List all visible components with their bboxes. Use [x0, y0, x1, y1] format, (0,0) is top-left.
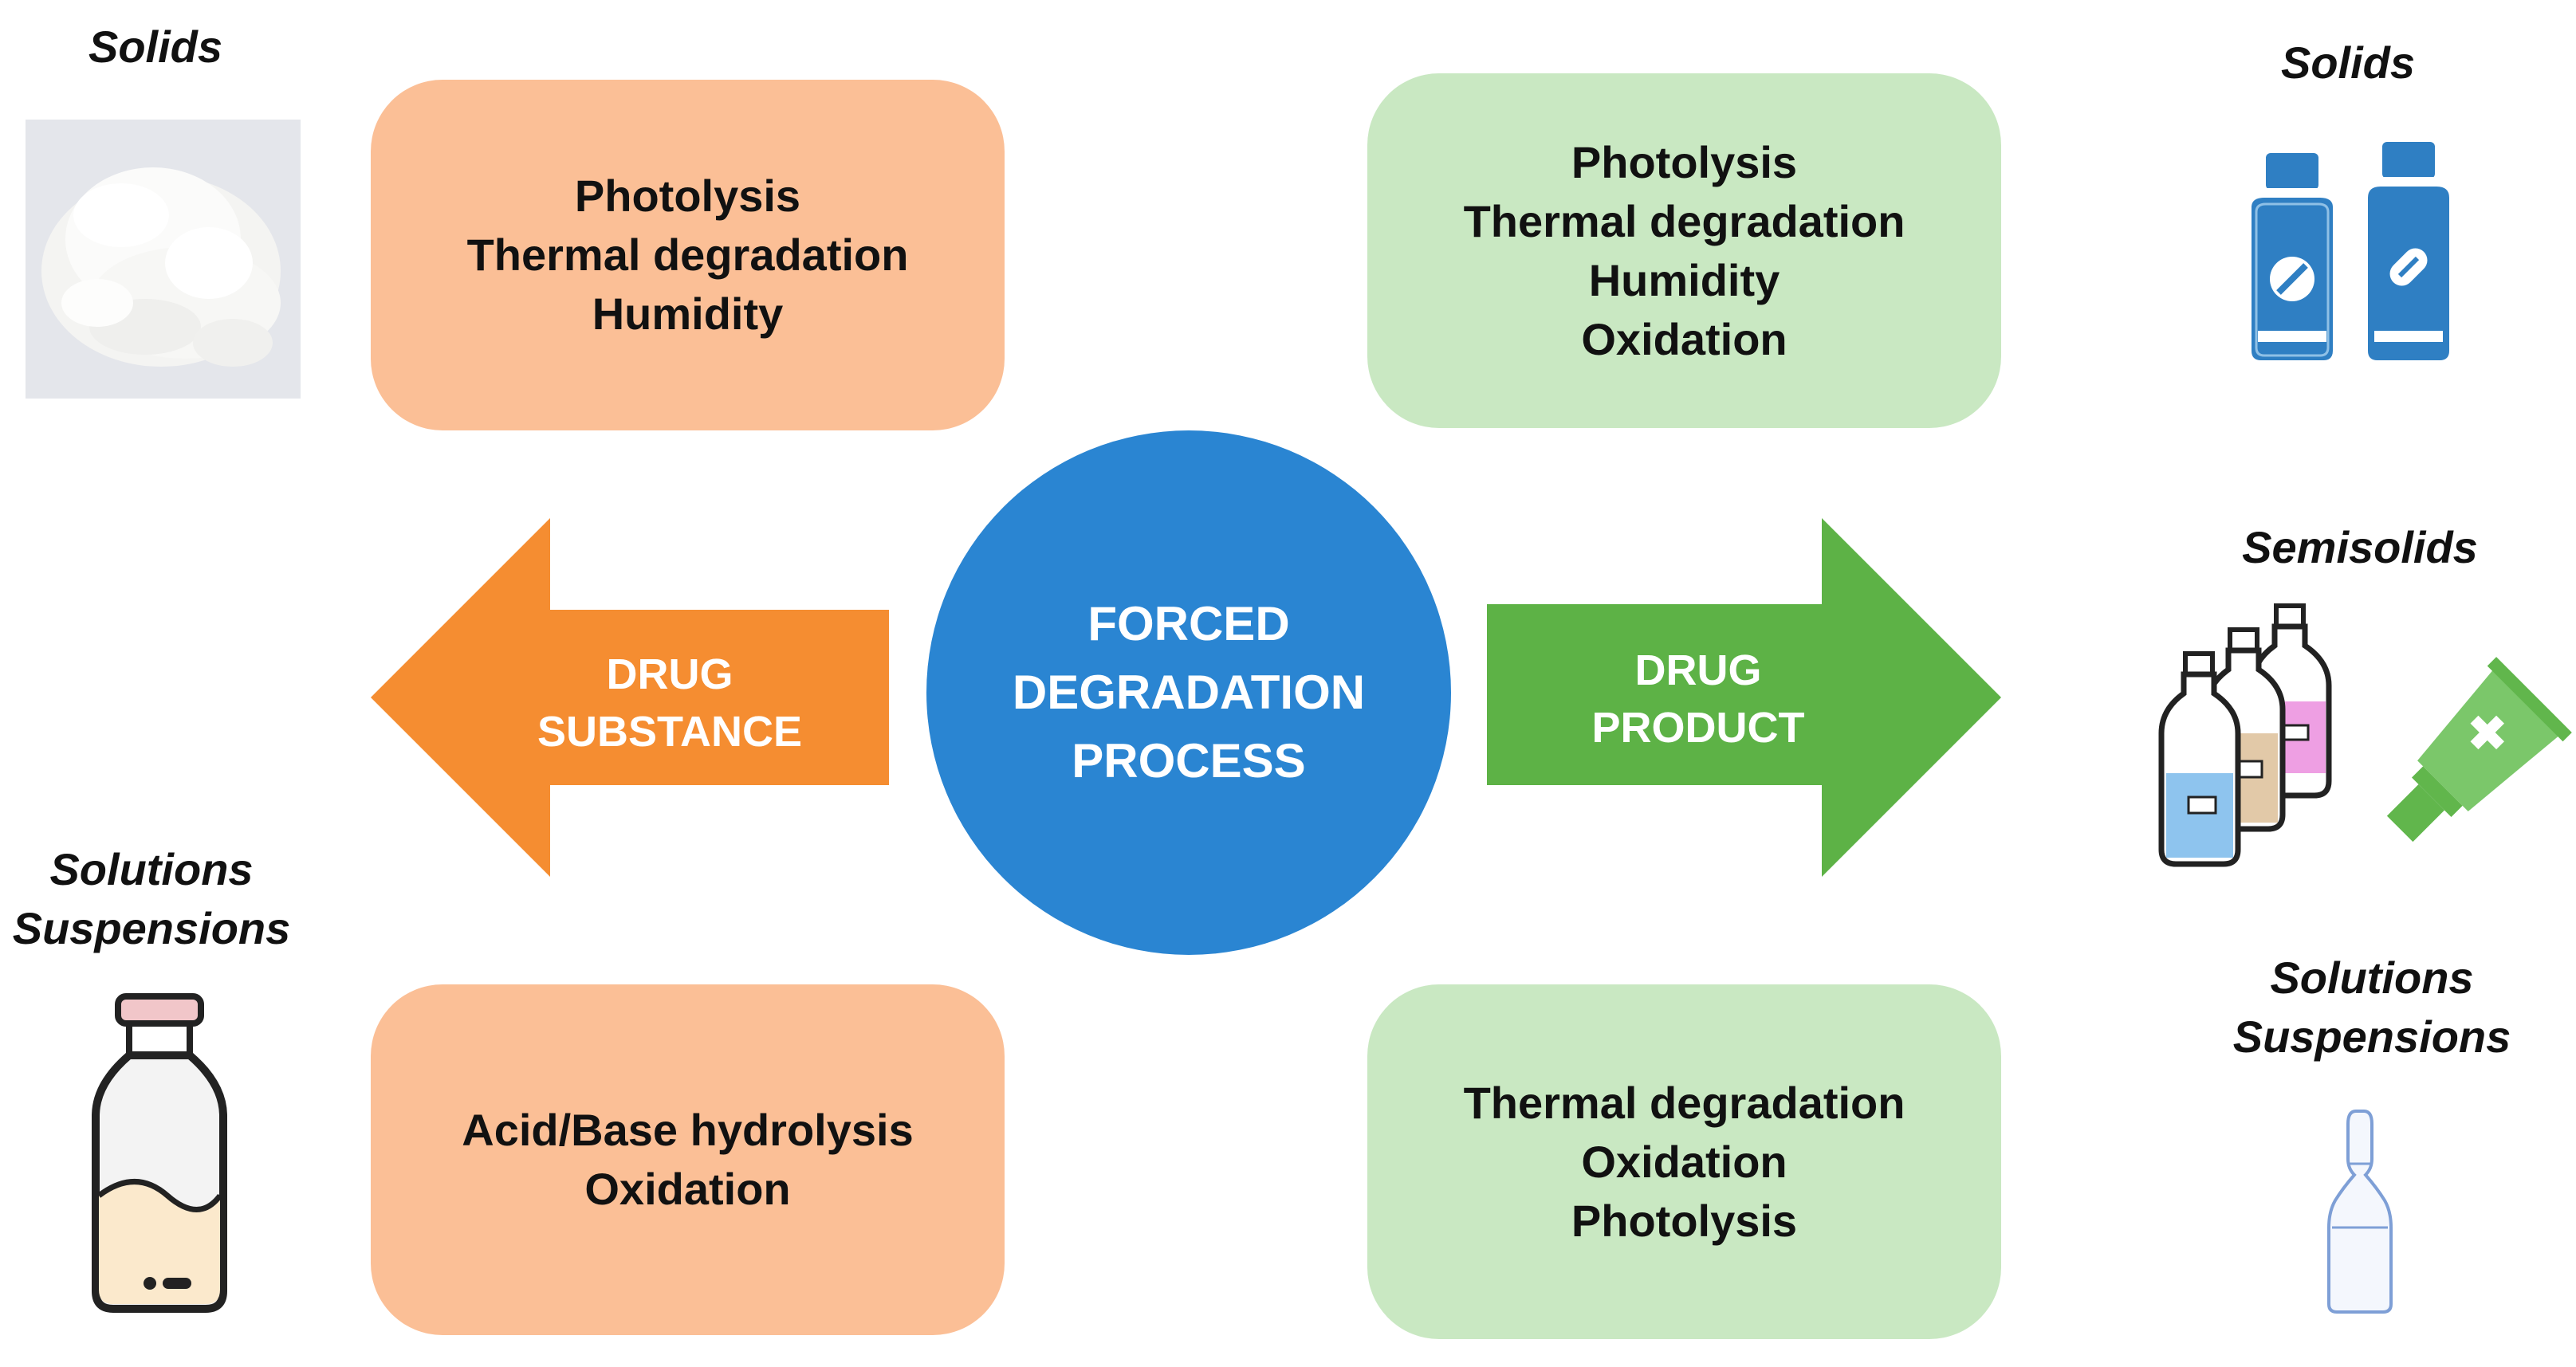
drug-product-label: DRUG PRODUCT	[1539, 642, 1858, 756]
condition-item: Thermal degradation	[466, 230, 909, 280]
circle-text-line: PROCESS	[1072, 734, 1306, 788]
drug-substance-solids-conditions: Photolysis Thermal degradation Humidity	[371, 80, 1005, 430]
label-line: Suspensions	[12, 903, 291, 953]
drug-product-arrow	[1487, 518, 2001, 877]
condition-item: Acid/Base hydrolysis	[462, 1105, 914, 1155]
condition-item: Photolysis	[1571, 136, 1798, 187]
forced-degradation-circle: FORCED DEGRADATION PROCESS	[926, 430, 1451, 955]
vial-icon	[92, 993, 227, 1313]
drug-substance-solutions-conditions: Acid/Base hydrolysis Oxidation	[371, 984, 1005, 1335]
arrow-text-line: PRODUCT	[1591, 704, 1805, 752]
label-solutions-suspensions-product: Solutions Suspensions	[2224, 949, 2519, 1066]
arrow-text-line: SUBSTANCE	[537, 708, 802, 756]
syrup-bottles-icon	[2158, 603, 2332, 867]
drug-product-solids-conditions: Photolysis Thermal degradation Humidity …	[1367, 73, 2001, 428]
circle-text-line: FORCED	[1087, 597, 1290, 650]
drug-product-solutions-conditions: Thermal degradation Oxidation Photolysis	[1367, 984, 2001, 1339]
label-solids-product: Solids	[2280, 37, 2416, 88]
ampoule-icon	[2327, 1110, 2393, 1314]
condition-item: Humidity	[592, 289, 784, 339]
label-line: Solutions	[49, 844, 254, 894]
condition-item: Oxidation	[584, 1164, 791, 1214]
arrow-text-line: DRUG	[1634, 646, 1762, 694]
condition-item: Thermal degradation	[1463, 1077, 1905, 1128]
condition-item: Photolysis	[574, 171, 801, 221]
label-semisolids-product: Semisolids	[2242, 522, 2478, 572]
condition-item: Oxidation	[1581, 313, 1787, 364]
powder-image	[26, 120, 301, 399]
label-line: Solutions	[2270, 953, 2474, 1003]
ointment-tube-icon	[2386, 657, 2572, 843]
condition-item: Oxidation	[1581, 1136, 1787, 1187]
circle-text-line: DEGRADATION	[1012, 666, 1366, 719]
arrow-text-line: DRUG	[606, 650, 733, 698]
label-line: Suspensions	[2232, 1012, 2511, 1062]
drug-substance-arrow	[371, 518, 889, 877]
label-solutions-suspensions-substance: Solutions Suspensions	[0, 840, 303, 958]
drug-substance-label: DRUG SUBSTANCE	[510, 646, 829, 760]
label-solids-substance: Solids	[88, 22, 223, 72]
condition-item: Photolysis	[1571, 1195, 1798, 1246]
condition-item: Thermal degradation	[1463, 195, 1905, 246]
tablet-bottles-icon	[2252, 142, 2449, 360]
condition-item: Humidity	[1588, 254, 1780, 305]
